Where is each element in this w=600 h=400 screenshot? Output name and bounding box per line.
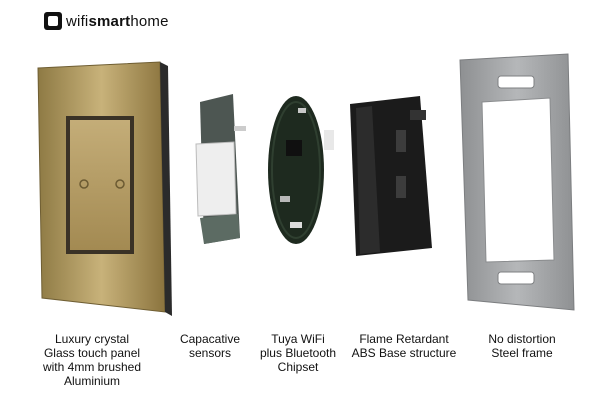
touch-panel: [37, 61, 172, 316]
wifi-logo-icon: [44, 12, 62, 30]
abs-base: [350, 96, 432, 256]
steel-frame: [459, 53, 575, 311]
touch-button-2: [115, 179, 125, 189]
caption-sensors: Capacative sensors: [179, 332, 241, 360]
caption-base: Flame Retardant ABS Base structure: [351, 332, 457, 360]
touch-button-1: [79, 179, 89, 189]
brand-logo: wifismarthome: [44, 12, 169, 30]
capacitive-sensor-board: [195, 94, 246, 244]
caption-frame: No distortion Steel frame: [488, 332, 556, 360]
caption-panel: Luxury crystal Glass touch panel with 4m…: [42, 332, 142, 388]
caption-chipset: Tuya WiFi plus Bluetooth Chipset: [259, 332, 337, 374]
wifi-chipset-pcb: [268, 96, 334, 244]
brand-name: wifismarthome: [66, 12, 169, 30]
